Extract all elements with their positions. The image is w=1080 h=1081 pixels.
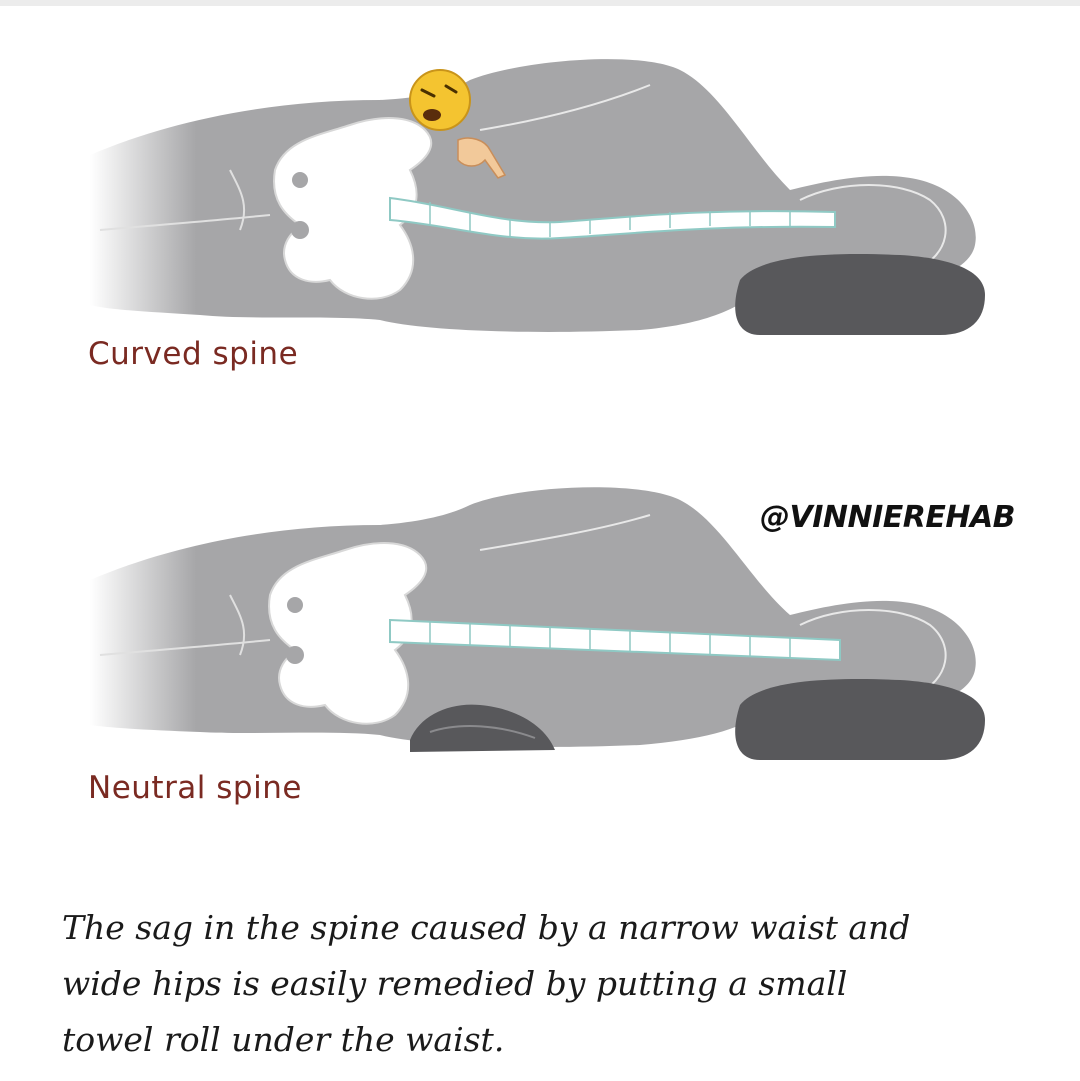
- caption-text: The sag in the spine caused by a narrow …: [62, 900, 1022, 1068]
- head-outline: [799, 609, 947, 696]
- curved-spine: [389, 196, 836, 240]
- pointing-hand-icon: [457, 137, 507, 179]
- caption-line-2: wide hips is easily remedied by putting …: [62, 964, 848, 1003]
- arm-line: [479, 514, 651, 551]
- pillow: [735, 254, 985, 335]
- curved-spine-svg: [90, 59, 985, 335]
- neutral-spine: [389, 618, 841, 662]
- leg-line: [99, 594, 271, 656]
- neutral-spine-illustration: [0, 470, 1080, 780]
- towel-roll: [410, 704, 555, 752]
- caption-line-3: towel roll under the waist.: [62, 1020, 505, 1059]
- pelvis-bone: [268, 542, 428, 725]
- leg-line: [99, 169, 271, 231]
- caption-line-1: The sag in the spine caused by a narrow …: [62, 908, 911, 947]
- neutral-spine-svg: [90, 487, 985, 760]
- head-outline: [799, 184, 947, 271]
- top-border: [0, 0, 1080, 6]
- arm-line: [479, 84, 651, 131]
- pelvis-bone: [273, 117, 433, 300]
- curved-spine-illustration: [0, 30, 1080, 350]
- watermark-handle: @VINNIEREHAB: [760, 500, 1016, 535]
- curved-spine-label: Curved spine: [88, 336, 299, 372]
- pillow: [735, 679, 985, 760]
- neutral-spine-label: Neutral spine: [88, 770, 302, 806]
- angry-face-icon: [409, 69, 471, 131]
